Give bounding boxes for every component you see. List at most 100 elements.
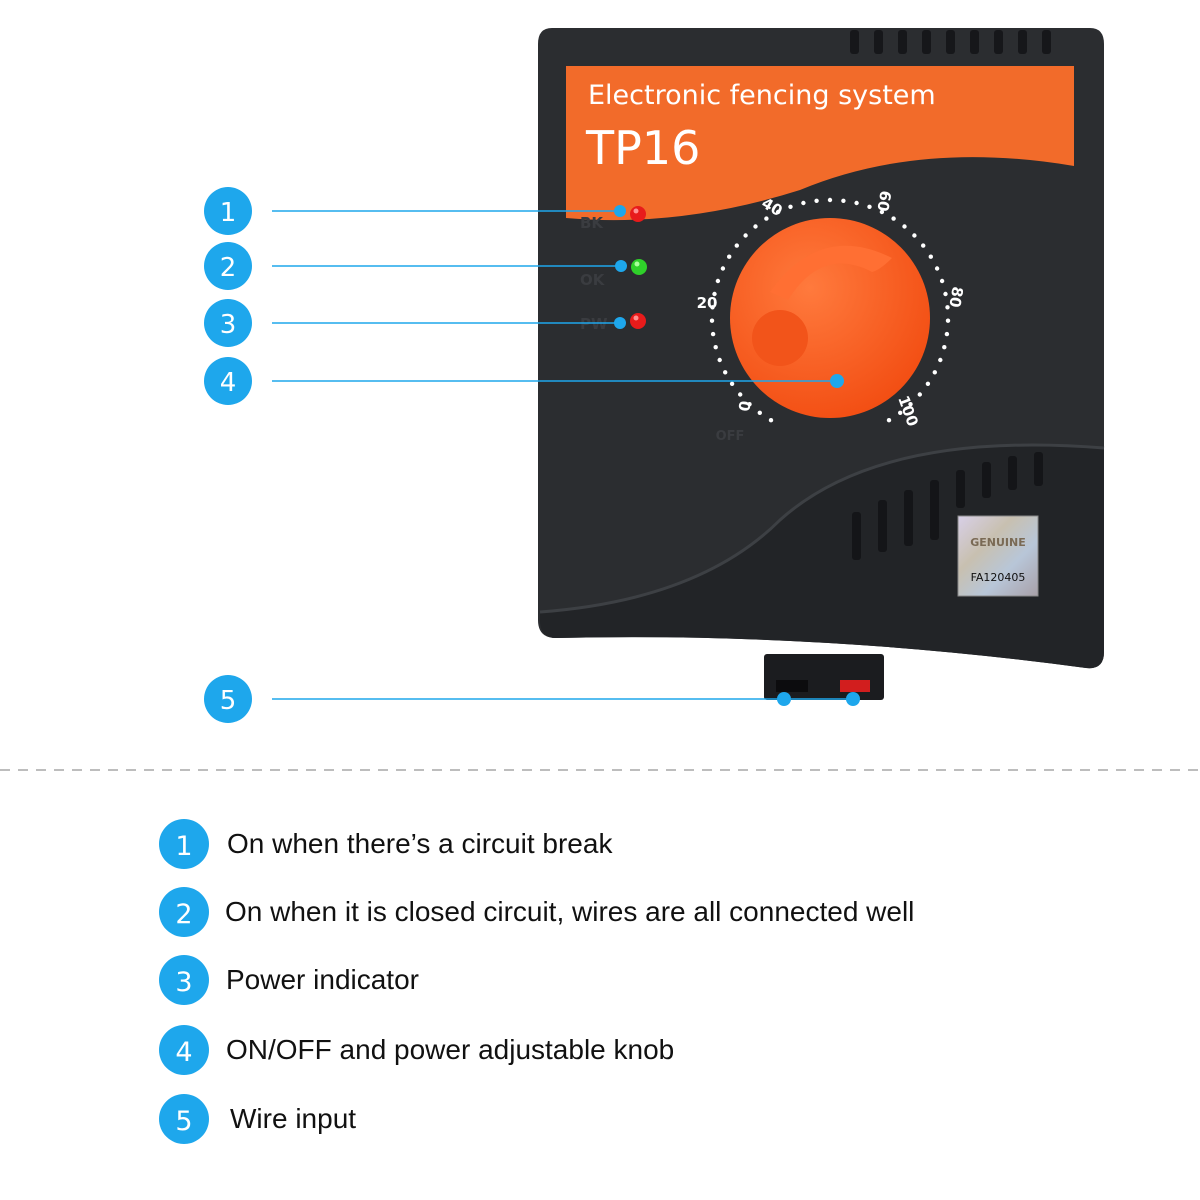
hologram-code: FA120405 [971,571,1026,584]
callout-badge-1: 1 [204,187,252,235]
power-indicator-led [630,313,646,329]
led-glare [634,261,640,267]
callout-badge-3: 3 [204,299,252,347]
dial-tick-80: 80 [945,285,966,309]
legend-number-3: 3 [175,967,192,998]
dial-scale-dot [738,392,743,397]
dial-scale-dot [723,370,728,375]
dial-scale-dot [709,318,715,323]
hologram-text: GENUINE [970,536,1026,549]
wire-terminals [764,654,884,700]
legend-text-3: Power indicator [226,964,419,995]
dial-scale-dot [720,266,726,271]
dial-tick-20: 20 [697,294,718,312]
dial-scale-dot [764,216,769,221]
callout-dot-2 [615,260,627,272]
callout-dot-5b [846,692,860,706]
dial-scale-dot [898,410,903,415]
legend-item-5: 5 Wire input [159,1094,356,1144]
legend-item-2: 2 On when it is closed circuit, wires ar… [159,887,914,937]
dial-scale-dot [757,410,762,415]
callout-dot-4 [830,374,844,388]
callout-number-1: 1 [220,198,237,228]
legend-item-1: 1 On when there’s a circuit break [159,819,613,869]
dial-scale-dot [879,209,885,215]
dial-scale-dot [938,357,943,363]
side-vents [852,452,1043,560]
indicator-label-ok: OK [580,271,606,289]
callout-dot-3 [614,317,626,329]
dial-tick-0: 0 [735,399,755,412]
off-label: OFF [716,429,745,444]
dial-scale-dot [801,200,806,206]
dial-scale-dot [713,345,718,350]
dial-scale-dot [715,278,721,284]
dial-scale-dot [945,318,951,323]
callouts: 1 2 3 4 5 [204,187,860,723]
dial-scale-dot [867,204,872,209]
callout-dot-1 [614,205,626,217]
callout-number-5: 5 [220,686,237,716]
ok-indicator-led [631,259,647,275]
callout-badge-2: 2 [204,242,252,290]
dial-scale-dot [908,402,913,407]
dial-scale-dot [925,381,931,386]
indicator-panel: BK OK PW [580,206,647,333]
dial-scale-dot [886,418,892,423]
dial-scale-dot [753,224,758,229]
legend-text-4: ON/OFF and power adjustable knob [226,1034,674,1065]
legend-text-5: Wire input [230,1103,356,1134]
dial-scale-dot [944,331,950,337]
legend-text-2: On when it is closed circuit, wires are … [225,896,914,927]
dial-scale-dot [917,392,922,397]
dial-scale-dot [854,200,859,206]
power-dial: 0 20 40 60 80 100 OFF [697,189,967,444]
legend-number-2: 2 [175,899,192,930]
label-line1: Electronic fencing system [588,80,936,111]
dial-scale-dot [945,305,950,310]
legend-number-5: 5 [175,1106,192,1137]
dial-scale-dot [827,197,833,203]
label-model: TP16 [585,121,700,175]
dial-scale-dot [932,370,937,375]
indicator-label-pw: PW [580,315,608,333]
legend-item-3: 3 Power indicator [159,955,419,1005]
callout-number-4: 4 [220,368,237,398]
legend-item-4: 4 ON/OFF and power adjustable knob [159,1025,674,1075]
dial-scale-dot [717,357,722,363]
knob-grip-arc [770,245,892,300]
indicator-label-bk: BK [580,214,604,232]
legend-number-4: 4 [175,1037,192,1068]
break-indicator-led [630,206,646,222]
device-swoop-edge [539,443,1105,614]
dial-scale-dot [939,278,945,284]
led-glare [633,315,639,321]
callout-badge-5: 5 [204,675,252,723]
dial-scale-dot [727,254,732,259]
product-label [566,66,1074,221]
dial-scale-dot [747,402,752,407]
legend-number-1: 1 [175,831,192,862]
dial-scale-dot [814,198,819,203]
dial-scale-dot [768,418,774,423]
dial-scale-dot [788,204,793,209]
hologram-sticker: GENUINE FA120405 [957,515,1039,597]
callout-dot-5a [777,692,791,706]
dial-scale-dot [712,291,717,297]
dial-scale-dot [710,305,715,310]
legend-text-1: On when there’s a circuit break [227,828,613,859]
dial-scale-dot [942,345,947,350]
dial-scale-dots [709,197,951,423]
callout-number-2: 2 [220,253,237,283]
dial-scale-dot [912,233,917,238]
dial-scale-dot [943,291,948,297]
dial-scale-dot [902,224,907,229]
dial-scale-dot [921,243,926,248]
black-terminal [776,680,808,692]
dial-tick-60: 60 [873,189,894,213]
dial-scale-dot [743,233,748,238]
dial-scale-dot [934,266,940,271]
callout-badge-4: 4 [204,357,252,405]
callout-number-3: 3 [220,310,237,340]
